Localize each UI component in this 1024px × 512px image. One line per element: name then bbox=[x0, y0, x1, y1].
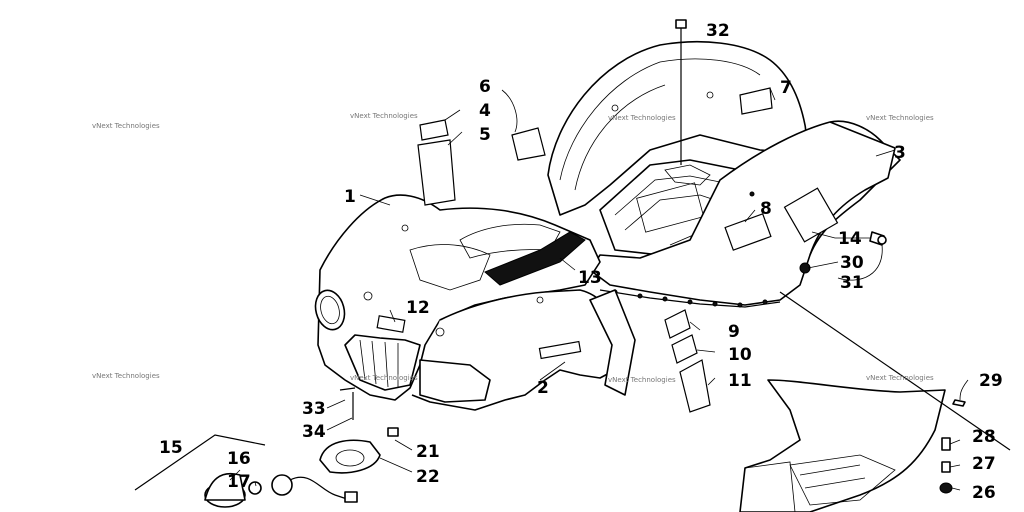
watermark-text: vNext Technologies bbox=[92, 372, 160, 380]
callout-1: 1 bbox=[344, 187, 356, 207]
callout-34: 34 bbox=[302, 422, 326, 442]
watermark-text: vNext Technologies bbox=[350, 374, 418, 382]
callout-2: 2 bbox=[537, 378, 549, 398]
watermark-text: vNext Technologies bbox=[608, 376, 676, 384]
callout-26: 26 bbox=[972, 483, 996, 503]
headlight-assembly bbox=[134, 434, 381, 508]
callout-28: 28 bbox=[972, 427, 996, 447]
callout-7: 7 bbox=[780, 78, 792, 98]
callout-33: 33 bbox=[302, 399, 326, 419]
callout-32: 32 bbox=[706, 21, 730, 41]
callout-27: 27 bbox=[972, 454, 996, 474]
callout-4: 4 bbox=[479, 101, 491, 121]
callout-29: 29 bbox=[979, 371, 1003, 391]
decal-set-9-10-11 bbox=[589, 289, 711, 413]
watermark-text: vNext Technologies bbox=[866, 114, 934, 122]
callout-10: 10 bbox=[728, 345, 752, 365]
callout-8: 8 bbox=[760, 199, 772, 219]
callout-31: 31 bbox=[840, 273, 864, 293]
watermark-text: vNext Technologies bbox=[350, 112, 418, 120]
callout-17: 17 bbox=[227, 472, 251, 492]
callout-13: 13 bbox=[578, 268, 602, 288]
callout-14: 14 bbox=[838, 229, 862, 249]
callout-5: 5 bbox=[479, 125, 491, 145]
callout-6: 6 bbox=[479, 77, 491, 97]
watermark-text: vNext Technologies bbox=[92, 122, 160, 130]
front-body-panel bbox=[314, 194, 621, 411]
callout-3: 3 bbox=[894, 143, 906, 163]
callout-30: 30 bbox=[840, 253, 864, 273]
callout-9: 9 bbox=[728, 322, 740, 342]
leader-lines bbox=[229, 87, 1011, 491]
callout-12: 12 bbox=[406, 298, 430, 318]
callout-11: 11 bbox=[728, 371, 752, 391]
callout-16: 16 bbox=[227, 449, 251, 469]
rear-body-panel bbox=[547, 40, 901, 308]
callout-21: 21 bbox=[416, 442, 440, 462]
callout-15: 15 bbox=[159, 438, 183, 458]
decal-set-4-5-6 bbox=[417, 87, 773, 206]
callout-labels: 1 2 3 4 5 6 7 8 9 10 11 12 13 14 15 16 1… bbox=[159, 21, 1003, 503]
fasteners bbox=[339, 19, 966, 494]
watermark-text: vNext Technologies bbox=[866, 374, 934, 382]
footwell-panel bbox=[739, 379, 946, 512]
callout-22: 22 bbox=[416, 467, 440, 487]
watermarks: vNext Technologies vNext Technologies vN… bbox=[92, 112, 934, 384]
watermark-text: vNext Technologies bbox=[608, 114, 676, 122]
